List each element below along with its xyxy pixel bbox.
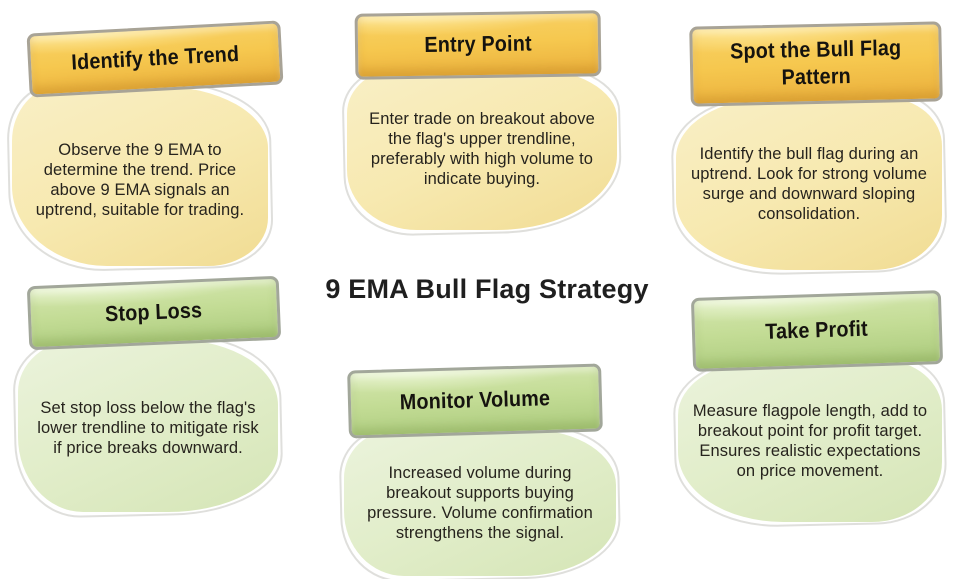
card-entry-point-header: Entry Point bbox=[354, 10, 602, 80]
card-heading: Stop Loss bbox=[104, 298, 203, 327]
card-stop-loss-body: Set stop loss below the flag's lower tre… bbox=[18, 340, 278, 512]
card-identify-the-trend-header: Identify the Trend bbox=[26, 20, 284, 98]
card-body-text: Increased volume during breakout support… bbox=[367, 463, 593, 543]
card-body-text: Measure flagpole length, add to breakout… bbox=[692, 401, 928, 481]
card-body-text: Set stop loss below the flag's lower tre… bbox=[37, 398, 259, 458]
card-spot-the-bull-flag-pattern-body: Identify the bull flag during an uptrend… bbox=[676, 98, 942, 270]
card-body-text: Enter trade on breakout above the flag's… bbox=[369, 109, 595, 189]
card-monitor-volume-header: Monitor Volume bbox=[347, 363, 603, 439]
card-entry-point-body: Enter trade on breakout above the flag's… bbox=[347, 68, 617, 230]
card-identify-the-trend-body: Observe the 9 EMA to determine the trend… bbox=[12, 86, 268, 266]
card-heading: Spot the Bull Flag Pattern bbox=[729, 35, 902, 90]
card-monitor-volume-body: Increased volume during breakout support… bbox=[344, 430, 616, 576]
card-body-text: Observe the 9 EMA to determine the trend… bbox=[35, 140, 245, 220]
card-stop-loss-header: Stop Loss bbox=[26, 275, 282, 351]
card-body-text: Identify the bull flag during an uptrend… bbox=[690, 144, 928, 224]
card-heading: Monitor Volume bbox=[399, 386, 551, 415]
card-heading: Entry Point bbox=[424, 31, 532, 58]
page-title: 9 EMA Bull Flag Strategy bbox=[325, 274, 649, 304]
card-heading: Take Profit bbox=[765, 316, 869, 344]
card-take-profit-header: Take Profit bbox=[690, 290, 944, 372]
card-spot-the-bull-flag-pattern-header: Spot the Bull Flag Pattern bbox=[689, 21, 943, 107]
card-heading: Identify the Trend bbox=[70, 42, 240, 75]
card-take-profit-body: Measure flagpole length, add to breakout… bbox=[678, 360, 942, 522]
